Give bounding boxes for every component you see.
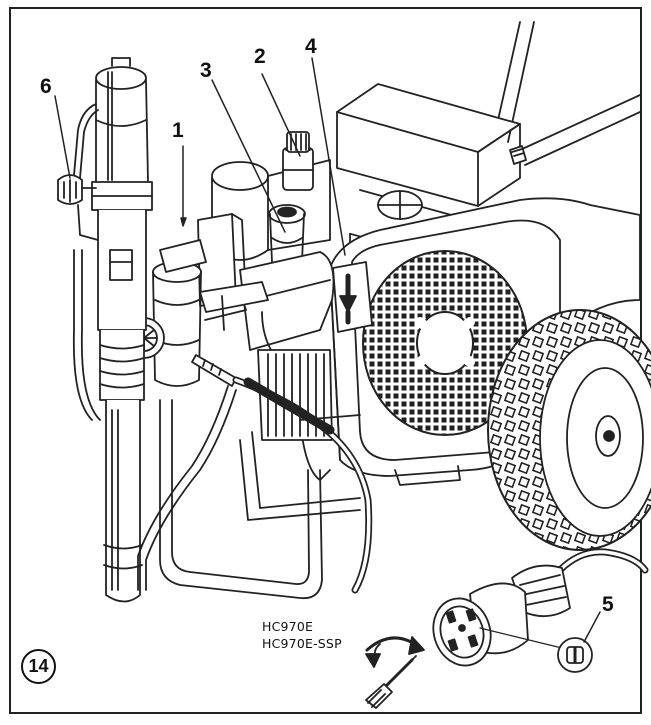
pump-lower-tube xyxy=(57,57,153,603)
figure-number-badge: 14 xyxy=(21,649,56,684)
callout-1: 1 xyxy=(172,119,184,142)
callout-2: 2 xyxy=(254,45,266,68)
power-cable xyxy=(556,548,649,574)
callout-3: 3 xyxy=(200,59,212,82)
high-pressure-hose xyxy=(232,376,373,594)
leader-6 xyxy=(54,95,71,179)
direction-arrow-marker xyxy=(332,261,373,333)
power-plug xyxy=(432,564,571,667)
cart-frame xyxy=(159,399,361,600)
pressure-control-knob xyxy=(282,131,314,191)
model-line-2: HC970E-SSP xyxy=(262,635,342,651)
return-hose xyxy=(72,249,237,591)
screw-detail xyxy=(557,637,593,673)
callout-5: 5 xyxy=(602,593,614,616)
model-label: HC970E HC970E-SSP xyxy=(262,619,342,653)
leader-lines xyxy=(54,57,601,643)
motor-housing xyxy=(329,197,641,486)
leader-4 xyxy=(311,57,346,256)
leader-2 xyxy=(261,73,301,157)
callout-6: 6 xyxy=(40,75,52,98)
callout-4: 4 xyxy=(305,35,317,58)
rotation-arrow-icon xyxy=(365,636,425,668)
control-box xyxy=(336,83,527,252)
mounting-bracket xyxy=(159,239,269,331)
leader-3 xyxy=(211,79,286,233)
leader-5 xyxy=(583,611,601,643)
screwdriver xyxy=(365,655,417,709)
model-line-1: HC970E xyxy=(262,619,314,634)
cart-wheel xyxy=(487,309,651,551)
